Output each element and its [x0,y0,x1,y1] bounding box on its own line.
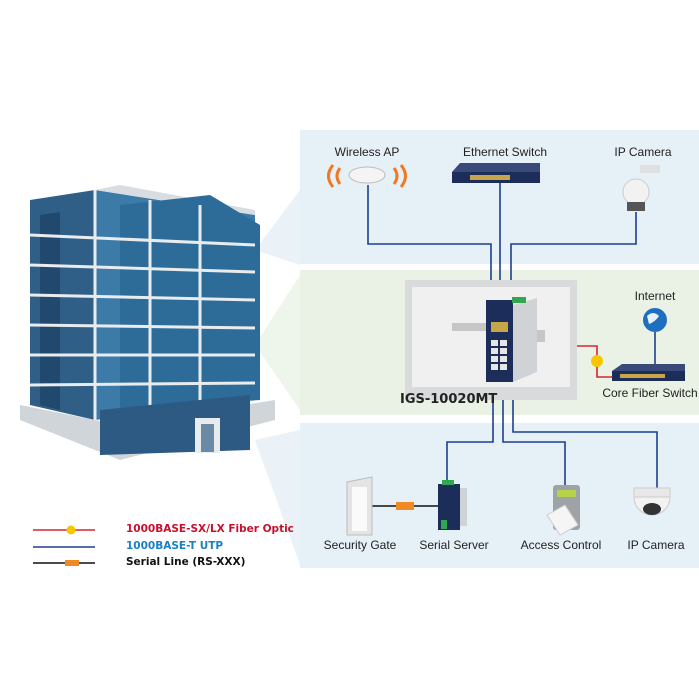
legend-fiber-badge-icon [66,525,76,535]
label-access-control: Access Control [520,538,602,552]
ptz-camera-icon [622,165,660,211]
label-serial-server: Serial Server [419,538,489,552]
ethernet-switch-icon [452,163,540,183]
label-core-fiber-switch: Core Fiber Switch [602,386,698,400]
wireless-ap-icon [327,164,407,188]
serial-server-icon [438,480,467,530]
link-wireless-ap [367,185,492,300]
beam-bottom [255,430,300,565]
legend-utp-label: 1000BASE-T UTP [126,540,224,552]
beam-mid [255,275,300,410]
model-label: IGS-10020MT [400,392,498,407]
label-internet: Internet [634,289,676,303]
industrial-switch-icon [486,297,537,382]
fiber-badge-icon [591,355,603,367]
label-ethernet-switch: Ethernet Switch [462,145,548,159]
legend-serial-badge-icon [65,560,79,566]
link-serial-server [446,382,494,482]
link-access-control [502,382,566,486]
label-ip-camera-bottom: IP Camera [627,538,685,552]
beam-top [255,190,300,265]
label-security-gate: Security Gate [323,538,397,552]
legend-swatches [33,525,95,566]
building-illustration [20,185,275,460]
legend-serial-label: Serial Line (RS-XXX) [126,556,246,568]
access-control-icon [546,485,580,536]
dome-camera-icon [633,487,671,516]
globe-icon [643,308,667,332]
security-gate-icon [346,476,373,536]
link-ip-camera-top [510,212,637,300]
legend-fiber-label: 1000BASE-SX/LX Fiber Optic [126,523,294,535]
core-fiber-switch-icon [612,364,685,381]
link-ip-camera-bottom [512,382,658,488]
label-ip-camera-top: IP Camera [614,145,672,159]
label-wireless-ap: Wireless AP [334,145,400,159]
serial-badge-icon [396,502,414,510]
